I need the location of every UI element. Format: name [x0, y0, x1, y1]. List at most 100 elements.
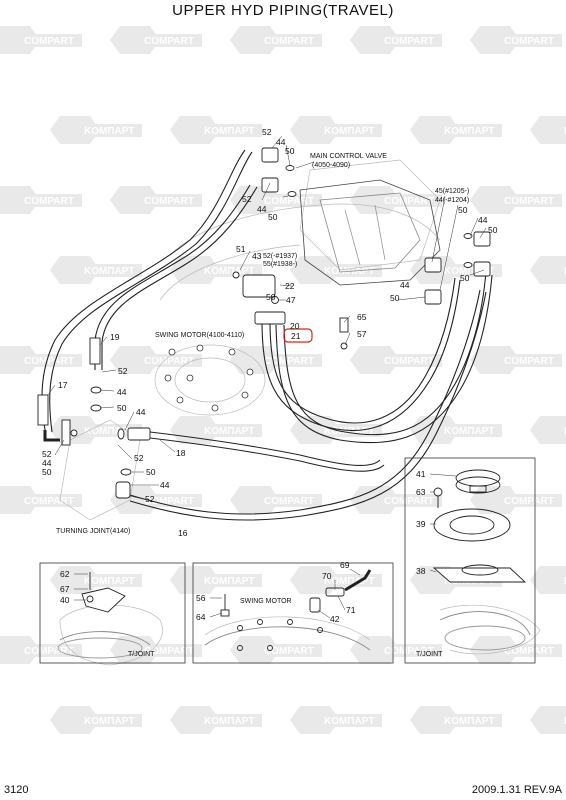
- watermark-text: KOMПАPT: [204, 266, 255, 277]
- watermark-band: [500, 34, 562, 47]
- watermark-band: [560, 574, 566, 587]
- callout-50: 50: [488, 225, 498, 235]
- hose-19: [94, 184, 251, 370]
- watermark-tile: KOMПАPT: [530, 116, 566, 144]
- note-main-control-valve-serial: (4050-4090): [312, 162, 350, 169]
- watermark-band: [440, 714, 502, 727]
- watermark-band: [80, 264, 142, 277]
- watermark-tile: KOMПАPT: [410, 116, 502, 144]
- callout-44: 44: [257, 204, 267, 214]
- watermark-tile: KOMПАPT: [170, 416, 262, 444]
- watermark-band: [260, 494, 322, 507]
- watermark-text: COMPART: [144, 646, 194, 657]
- watermark-band: [440, 424, 502, 437]
- watermark-text: KOMПАPT: [444, 126, 495, 137]
- watermark-band: [200, 424, 262, 437]
- watermark-text: COMPART: [384, 196, 434, 207]
- callout-52: 52: [118, 366, 128, 376]
- watermark-text: KOMПАPT: [564, 716, 566, 727]
- swing-motor-ring: [164, 344, 254, 412]
- callout-52: 52: [242, 194, 252, 204]
- note-callout-52-serial: 52(-#1937): [263, 253, 297, 260]
- watermark-text: COMPART: [384, 36, 434, 47]
- watermark-text: COMPART: [144, 36, 194, 47]
- watermark-text: KOMПАPT: [324, 426, 375, 437]
- watermark-tile: KOMПАPT: [50, 256, 142, 284]
- note-callout-44-serial: 44(-#1204): [435, 197, 469, 204]
- watermark-tile: COMPART: [230, 486, 322, 514]
- watermark-band: [140, 644, 202, 657]
- callout-44: 44: [136, 407, 146, 417]
- callout-67: 67: [60, 584, 70, 594]
- callout-19: 19: [110, 332, 120, 342]
- callout-18: 18: [176, 448, 186, 458]
- callout-21: 21: [291, 331, 301, 341]
- callout-47: 47: [286, 295, 296, 305]
- watermark-text: KOMПАPT: [84, 576, 135, 587]
- watermark-band: [380, 34, 442, 47]
- watermark-logo-icon: [530, 116, 566, 144]
- callout-50: 50: [266, 292, 276, 302]
- watermark-band: [560, 264, 566, 277]
- callout-44: 44: [478, 215, 488, 225]
- watermark-band: [500, 194, 562, 207]
- watermark-text: KOMПАPT: [444, 716, 495, 727]
- watermark-text: COMPART: [264, 356, 314, 367]
- hose-18: [149, 431, 381, 466]
- watermark-tile: KOMПАPT: [530, 566, 566, 594]
- hose-17: [41, 149, 246, 431]
- watermark-tile: COMPART: [470, 186, 562, 214]
- watermark-text: COMPART: [264, 646, 314, 657]
- watermark-text: COMPART: [504, 356, 554, 367]
- watermark-band: [320, 124, 382, 137]
- callout-64: 64: [196, 612, 206, 622]
- callout-52: 52: [42, 449, 52, 459]
- callout-43: 43: [252, 251, 262, 261]
- watermark-text: COMPART: [264, 496, 314, 507]
- watermark-band: [140, 34, 202, 47]
- watermark-text: KOMПАPT: [204, 576, 255, 587]
- note-swing-motor: SWING MOTOR: [240, 598, 292, 605]
- inset-swing-motor: [192, 562, 394, 664]
- callout-63: 63: [416, 487, 426, 497]
- notes: MAIN CONTROL VALVE (4050-4090) 52(-#1937…: [56, 153, 469, 658]
- watermark-text: KOMПАPT: [564, 426, 566, 437]
- watermark-tile: COMPART: [110, 636, 202, 664]
- watermark-text: COMPART: [144, 496, 194, 507]
- callout-50: 50: [460, 273, 470, 283]
- upper-frame-background: [59, 159, 541, 666]
- callout-16: 16: [178, 528, 188, 538]
- callout-44: 44: [160, 480, 170, 490]
- watermark-tile: COMPART: [230, 346, 322, 374]
- watermark-text: KOMПАPT: [84, 426, 135, 437]
- watermark-text: COMPART: [24, 496, 74, 507]
- watermark-tile: KOMПАPT: [290, 256, 382, 284]
- note-callout-55-serial: 55(#1938-): [263, 261, 297, 268]
- page-number: 3120: [4, 784, 29, 796]
- watermark-text: COMPART: [264, 196, 314, 207]
- watermark-text: KOMПАPT: [564, 576, 566, 587]
- watermark-text: COMPART: [384, 496, 434, 507]
- callout-50: 50: [42, 467, 52, 477]
- watermark-tile: COMPART: [0, 186, 82, 214]
- inset-turning-joint-left: [39, 562, 186, 664]
- watermark-text: COMPART: [144, 356, 194, 367]
- watermark-band: [80, 124, 142, 137]
- callout-51: 51: [236, 244, 246, 254]
- hose-16: [129, 289, 481, 515]
- note-main-control-valve: MAIN CONTROL VALVE: [310, 153, 387, 160]
- watermark-band: [140, 494, 202, 507]
- callout-20: 20: [290, 321, 300, 331]
- callout-40: 40: [60, 595, 70, 605]
- watermark-band: [500, 494, 562, 507]
- watermark-tile: KOMПАPT: [530, 706, 566, 734]
- note-swing-motor-serial: SWING MOTOR(4100-4110): [155, 332, 244, 339]
- watermark-tile: COMPART: [350, 486, 442, 514]
- date-revision: 2009.1.31 REV.9A: [471, 784, 562, 796]
- watermark-text: KOMПАPT: [444, 266, 495, 277]
- note-callout-45-serial: 45(#1205-): [435, 188, 469, 195]
- leader-lines: [47, 135, 487, 619]
- watermark-band: [20, 354, 82, 367]
- callout-42: 42: [330, 614, 340, 624]
